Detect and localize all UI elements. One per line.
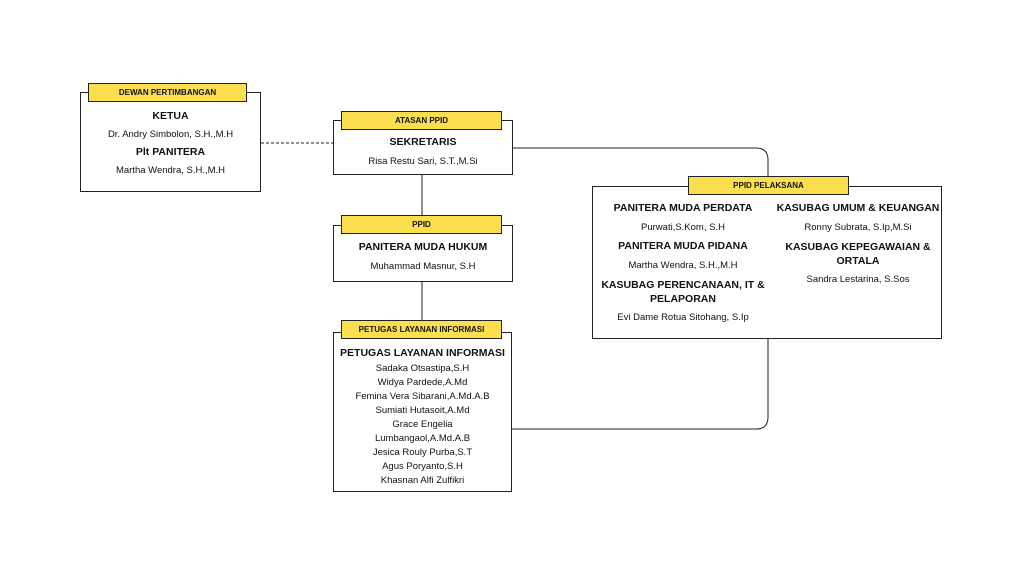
pelaksana-box: PANITERA MUDA PERDATA Purwati,S.Kom, S.H…	[592, 186, 942, 339]
dewan-role-panitera: Plt PANITERA	[135, 146, 206, 158]
pelaksana-role-perencanaan: KASUBAG PERENCANAAN, IT & PELAPORAN	[601, 279, 765, 305]
pelaksana-right-column: KASUBAG UMUM & KEUANGAN Ronny Subrata, S…	[773, 202, 943, 286]
dewan-role-ketua: KETUA	[152, 110, 189, 122]
pelaksana-tag: PPID PELAKSANA	[688, 176, 849, 195]
pelaksana-name-perdata: Purwati,S.Kom, S.H	[641, 222, 725, 233]
pelaksana-petugas-connector	[512, 339, 769, 430]
ppid-role: PANITERA MUDA HUKUM	[358, 241, 488, 253]
petugas-tag: PETUGAS LAYANAN INFORMASI	[341, 320, 502, 339]
dewan-name-panitera: Martha Wendra, S.H.,M.H	[115, 165, 226, 176]
petugas-name: Agus Poryanto,S.H	[382, 461, 463, 472]
pelaksana-left-column: PANITERA MUDA PERDATA Purwati,S.Kom, S.H…	[598, 202, 768, 324]
atasan-tag: ATASAN PPID	[341, 111, 502, 130]
pelaksana-role-perdata: PANITERA MUDA PERDATA	[613, 202, 753, 214]
ppid-box: PANITERA MUDA HUKUM Muhammad Masnur, S.H	[333, 225, 513, 282]
pelaksana-role-kepegawaian: KASUBAG KEPEGAWAIAN & ORTALA	[785, 241, 931, 267]
pelaksana-name-umum: Ronny Subrata, S.Ip,M.Si	[804, 222, 912, 233]
ppid-name: Muhammad Masnur, S.H	[370, 261, 476, 272]
atasan-role: SEKRETARIS	[389, 136, 457, 148]
petugas-role: PETUGAS LAYANAN INFORMASI	[340, 347, 505, 359]
pelaksana-role-pidana: PANITERA MUDA PIDANA	[618, 240, 748, 252]
ppid-tag: PPID	[341, 215, 502, 234]
pelaksana-name-pidana: Martha Wendra, S.H.,M.H	[628, 260, 738, 271]
atasan-name: Risa Restu Sari, S.T.,M.Si	[368, 156, 478, 167]
dewan-tag: DEWAN PERTIMBANGAN	[88, 83, 247, 102]
petugas-name: Grace Engelia	[392, 419, 453, 430]
petugas-name-list: Sadaka Otsastipa,S.H Widya Pardede,A.Md …	[334, 362, 511, 488]
pelaksana-role-umum: KASUBAG UMUM & KEUANGAN	[776, 202, 940, 214]
dewan-box: KETUA Dr. Andry Simbolon, S.H.,M.H Plt P…	[80, 92, 261, 192]
petugas-name: Jesica Rouly Purba,S.T	[372, 447, 473, 458]
petugas-name: Lumbangaol,A.Md.A.B	[374, 433, 471, 444]
pelaksana-name-kepegawaian: Sandra Lestarina, S.Sos	[806, 274, 910, 285]
atasan-pelaksana-connector	[513, 147, 769, 186]
petugas-name: Widya Pardede,A.Md	[377, 377, 468, 388]
pelaksana-name-perencanaan: Evi Dame Rotua Sitohang, S.Ip	[617, 312, 749, 323]
petugas-box: PETUGAS LAYANAN INFORMASI Sadaka Otsasti…	[333, 332, 512, 492]
petugas-name: Sumiati Hutasoit,A.Md	[375, 405, 470, 416]
dewan-name-ketua: Dr. Andry Simbolon, S.H.,M.H	[107, 129, 234, 140]
petugas-name: Khasnan Alfi Zulfikri	[380, 475, 465, 486]
petugas-name: Sadaka Otsastipa,S.H	[375, 363, 470, 374]
petugas-name: Femina Vera Sibarani,A.Md.A.B	[355, 391, 490, 402]
